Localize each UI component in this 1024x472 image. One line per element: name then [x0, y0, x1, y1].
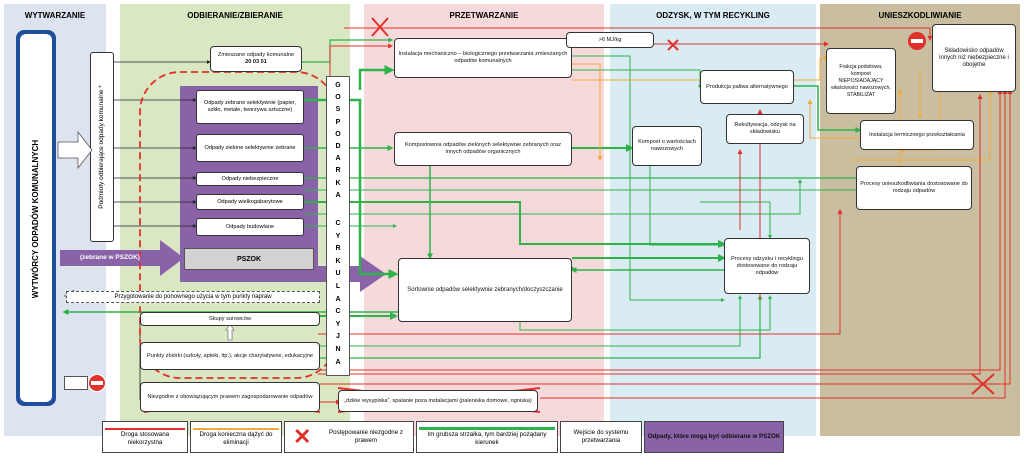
hazardous-waste-box: Odpady niebezpieczne	[196, 172, 304, 186]
header-przetwarzanie: PRZETWARZANIE	[449, 11, 519, 20]
rekultywacja-box: Rekultywacja, odzysk na składowisku	[726, 114, 804, 144]
zebrane-pszok-label: (zebrane w PSZOK)	[80, 254, 140, 261]
legend-cross: ✕ Postępowanie niezgodne z prawem	[284, 421, 414, 453]
stop-sign-bar	[91, 381, 103, 385]
niezgodne-box: Niezgodne z obowiązującym prawem zagospo…	[140, 382, 320, 412]
header-unieszkodliwianie: UNIESZKODLIWIANIE	[878, 11, 962, 20]
header-odzysk: ODZYSK, W TYM RECYKLING	[656, 11, 770, 20]
bulky-waste-box: Odpady wielkogabarytowe	[196, 194, 304, 210]
kompostownia-box: Kompostownia odpadów zielonych selektywn…	[394, 132, 572, 166]
frakcja-box: Frakcja podsitowa, kompost NIEPOSIADAJĄC…	[826, 48, 896, 114]
collectors-box	[90, 52, 114, 242]
procesy-odzysku-box: Procesy odzysku i recyklingu dostosowane…	[724, 238, 810, 294]
legend-entry: Wejście do systemu przetwarzania	[560, 421, 642, 453]
legend-red: Droga stosowana niekorzystna	[102, 421, 188, 453]
left-arrow-stop	[64, 376, 88, 390]
paliwo-box: Produkcja paliwa alternatywnego	[700, 70, 794, 104]
mjkg-box: >6 MJ/kg	[566, 32, 654, 48]
skupy-box: Skupy surowców	[140, 312, 320, 326]
dzikie-box: „dzikie wysypiska”, spalanie poza instal…	[338, 390, 538, 412]
producers-box-inner	[20, 34, 52, 402]
punkty-box: Punkty zbiórki (szkoły, apteki, itp.), a…	[140, 342, 320, 370]
kompost-box: Kompost o wartościach nawozowych	[632, 126, 702, 166]
legend-green: Im grubsza strzałka, tym bardziej pożąda…	[416, 421, 558, 453]
header-odbieranie: ODBIERANIE/ZBIERANIE	[187, 11, 283, 20]
cross-icon: ✕	[293, 424, 312, 449]
reuse-bar: Przygotowanie do ponownego użycia w tym …	[66, 291, 320, 303]
mbp-box: Instalacja mechaniczno – biologicznego p…	[394, 38, 572, 78]
pszok-box: PSZOK	[184, 248, 314, 270]
legend-pszok: Odpady, które mogą być odbierane w PSZOK	[644, 421, 784, 453]
selective-waste-box: Odpady zebrane selektywnie (papier, szkł…	[196, 90, 304, 124]
green-waste-box: Odpady zielone selektywnie zebrane	[196, 134, 304, 162]
construction-waste-box: Odpady budowlane	[196, 218, 304, 236]
stop-sign-bar-2	[911, 39, 923, 43]
skladowisko-box: Składowisko odpadów innych niż niebezpie…	[932, 24, 1016, 92]
procesy-unieszk-box: Procesy unieszkodliwiania dostosowane do…	[856, 166, 972, 210]
header-wytwarzanie: WYTWARZANIE	[24, 11, 86, 20]
circular-economy-strip	[326, 76, 350, 376]
termiczne-box: Instalacja termicznego przekształcania	[860, 120, 974, 150]
mixed-waste-box: Zmieszane odpady komunalne 20 03 01	[210, 46, 302, 72]
legend-orange: Droga konieczna dążyć do eliminacji	[190, 421, 282, 453]
sortownia-box: Sortownie odpadów selektywnie zebranych/…	[398, 258, 572, 322]
